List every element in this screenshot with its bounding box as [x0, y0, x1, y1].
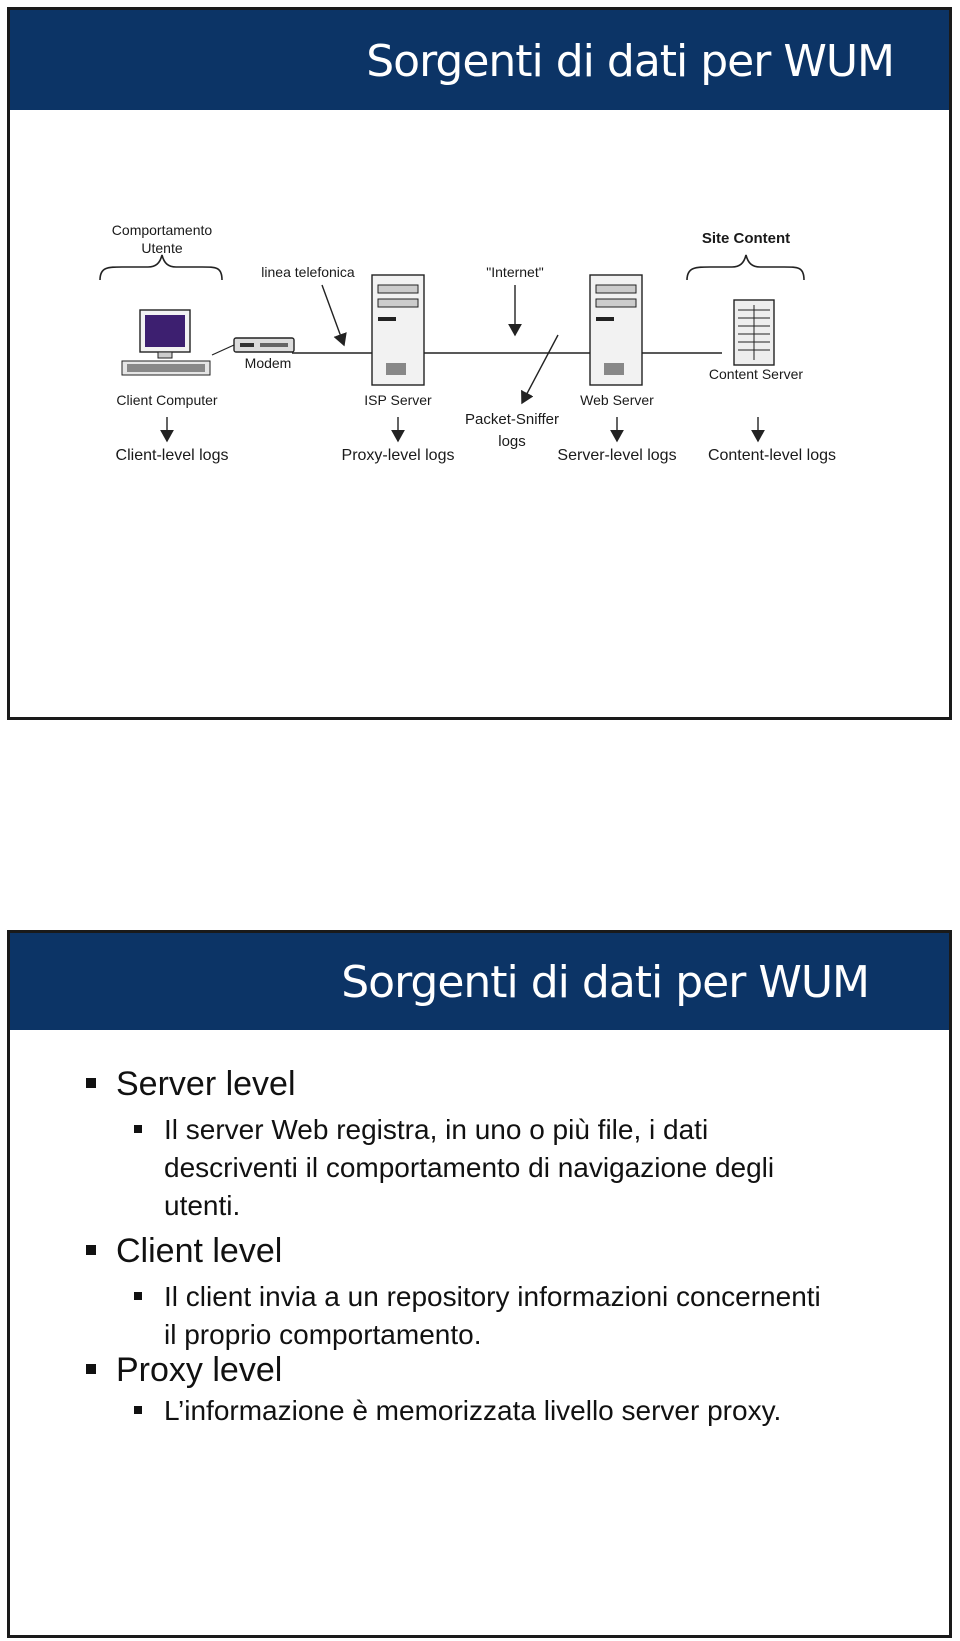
- slide-title: Sorgenti di dati per WUM: [366, 36, 895, 87]
- isp-server-icon: [371, 274, 425, 386]
- label-client-level-logs: Client-level logs: [116, 447, 229, 464]
- label-content-server: Content Server: [709, 366, 803, 382]
- label-comportamento: Comportamento: [112, 222, 213, 238]
- label-utente: Utente: [141, 240, 182, 256]
- brace-site-content: [686, 254, 805, 281]
- label-server-level-logs: Server-level logs: [557, 447, 676, 464]
- bullet-square-icon: [86, 1245, 96, 1255]
- label-web-server: Web Server: [580, 392, 654, 408]
- phone-line-arrow: [321, 284, 347, 347]
- label-client-computer: Client Computer: [116, 392, 217, 408]
- bullet-list: Server level Il server Web registra, in …: [10, 933, 949, 1635]
- bullet-square-icon: [134, 1125, 142, 1133]
- title-bar: Sorgenti di dati per WUM: [10, 933, 949, 1030]
- label-modem: Modem: [245, 355, 292, 371]
- sub-bullet-client-level: Il client invia a un repository informaz…: [134, 1278, 824, 1354]
- bullet-server-level: Server level: [86, 1065, 296, 1104]
- sub-bullet-server-level: Il server Web registra, in uno o più fil…: [134, 1111, 824, 1225]
- modem-icon: [233, 337, 295, 353]
- bullet-client-level: Client level: [86, 1232, 282, 1271]
- slide-title: Sorgenti di dati per WUM: [341, 957, 870, 1008]
- label-linea-telefonica: linea telefonica: [261, 264, 355, 280]
- label-internet: "Internet": [486, 264, 543, 280]
- bullet-square-icon: [86, 1078, 96, 1088]
- content-server-icon: [733, 299, 775, 366]
- title-bar: Sorgenti di dati per WUM: [10, 10, 949, 110]
- label-isp-server: ISP Server: [364, 392, 432, 408]
- wum-data-sources-diagram: Comportamento Utente Site Content linea …: [99, 222, 836, 464]
- sniffer-arrow: [521, 334, 559, 405]
- sub-bullet-proxy-level: L’informazione è memorizzata livello ser…: [134, 1392, 824, 1430]
- label-packet-sniffer: Packet-Sniffer: [465, 411, 559, 428]
- label-site-content: Site Content: [702, 230, 790, 247]
- label-packet-sniffer-logs: logs: [498, 433, 526, 450]
- slide-1: Sorgenti di dati per WUM Comportamento U…: [7, 7, 952, 720]
- client-computer-icon: [121, 309, 211, 376]
- web-server-icon: [589, 274, 643, 386]
- bullet-square-icon: [86, 1364, 96, 1374]
- bullet-square-icon: [134, 1406, 142, 1414]
- bullet-square-icon: [134, 1292, 142, 1300]
- slide-2: Sorgenti di dati per WUM Server level Il…: [7, 930, 952, 1638]
- label-content-level-logs: Content-level logs: [708, 447, 836, 464]
- brace-user-behavior: [99, 254, 223, 281]
- bullet-proxy-level: Proxy level: [86, 1351, 282, 1390]
- label-proxy-level-logs: Proxy-level logs: [342, 447, 455, 464]
